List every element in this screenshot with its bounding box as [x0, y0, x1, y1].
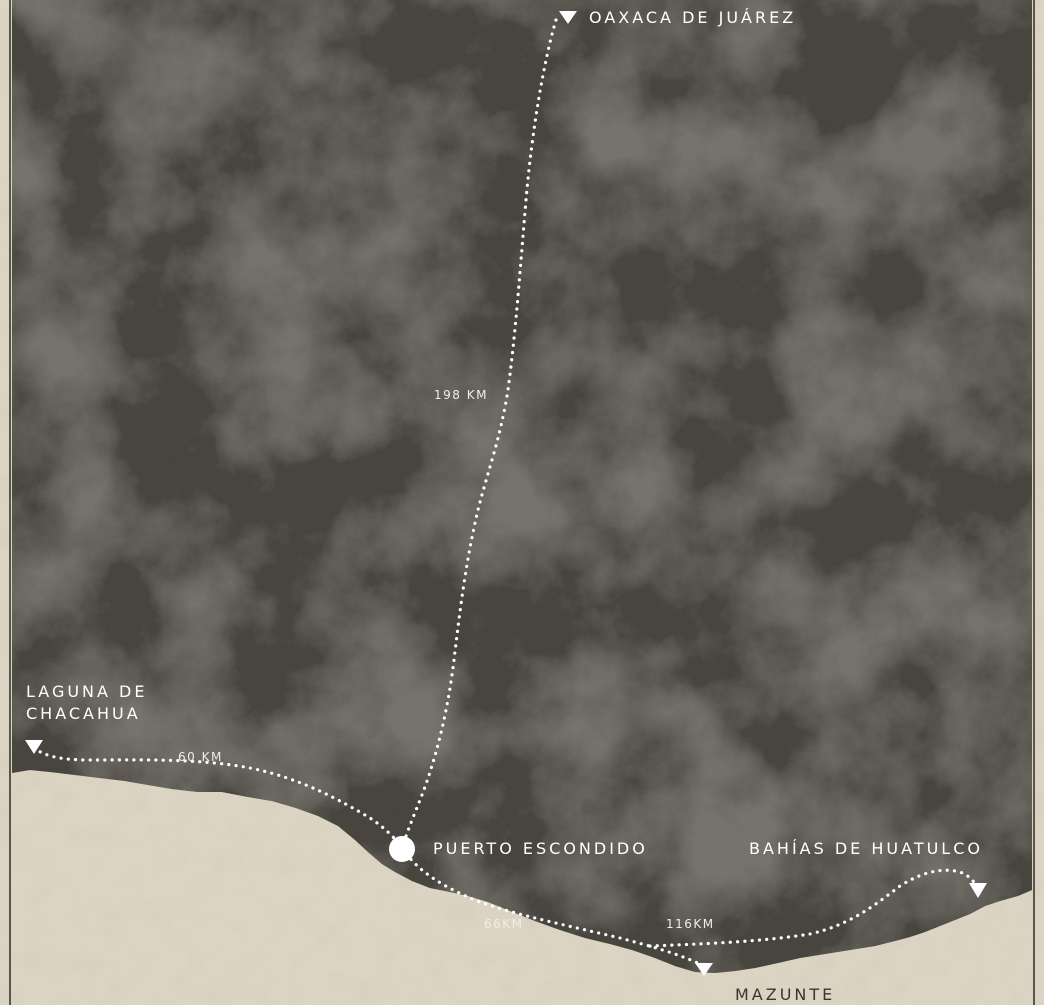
triangle-down-marker-icon[interactable] [695, 963, 713, 976]
label-puerto-escondido: PUERTO ESCONDIDO [433, 839, 648, 858]
route-mazunte-huatulco[interactable] [648, 868, 980, 948]
label-huatulco: BAHÍAS DE HUATULCO [749, 839, 983, 858]
distance-oaxaca-puerto: 198 KM [434, 388, 488, 402]
circle-marker-icon[interactable] [389, 836, 415, 862]
route-chacahua-puerto[interactable] [32, 746, 404, 850]
label-chacahua-line2: CHACAHUA [26, 704, 141, 723]
route-oaxaca-puerto[interactable] [400, 18, 558, 850]
label-mazunte: MAZUNTE [735, 985, 835, 1004]
land-mass [12, 0, 1032, 973]
label-oaxaca: OAXACA DE JUÁREZ [589, 8, 796, 27]
distance-mazunte-huatulco: 116KM [666, 917, 715, 931]
routes [32, 18, 980, 968]
label-chacahua-line1: LAGUNA DE [26, 682, 147, 701]
triangle-down-marker-icon[interactable] [969, 883, 987, 898]
triangle-down-marker-icon[interactable] [559, 11, 577, 24]
distance-puerto-mazunte: 66KM [484, 917, 524, 931]
distance-chacahua-puerto: 60 KM [178, 750, 223, 764]
triangle-down-marker-icon[interactable] [25, 740, 43, 754]
